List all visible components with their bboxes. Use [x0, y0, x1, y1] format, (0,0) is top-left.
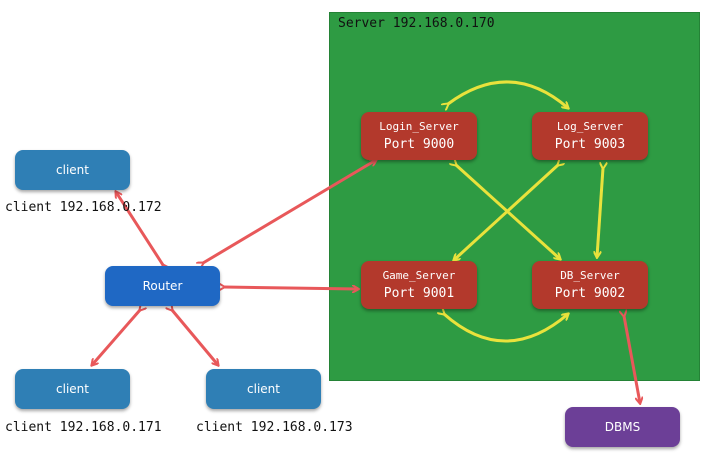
edge-log-db [597, 168, 603, 257]
client-top-ip: client 192.168.0.172 [5, 200, 162, 215]
edge-db-dbms [624, 316, 640, 403]
login-server-port: Port 9000 [383, 137, 455, 152]
client-top-label: client [56, 163, 89, 177]
client-bottom-right-label: client [247, 382, 280, 396]
edge-log-game [454, 165, 558, 260]
game-server-name: Game_Server [382, 269, 456, 282]
edge-router-game [224, 287, 358, 289]
client-bottom-left-node[interactable]: client [15, 369, 130, 409]
server-title: Server 192.168.0.170 [338, 16, 495, 31]
login-server-name: Login_Server [379, 120, 459, 133]
edge-login-log [448, 80, 568, 108]
client-top-node[interactable]: client [15, 150, 130, 190]
edge-router-client-bottom-left [92, 310, 140, 365]
edge-router-client-bottom-right [172, 310, 218, 365]
log-server-port: Port 9003 [554, 137, 626, 152]
log-server-node[interactable]: Log_Server Port 9003 [532, 112, 648, 160]
edge-router-client-top [116, 192, 163, 265]
client-bottom-right-node[interactable]: client [206, 369, 321, 409]
client-bottom-left-ip: client 192.168.0.171 [5, 420, 162, 435]
db-server-name: DB_Server [560, 269, 620, 282]
game-server-port: Port 9001 [383, 286, 455, 301]
client-bottom-right-ip: client 192.168.0.173 [196, 420, 353, 435]
log-server-name: Log_Server [556, 120, 624, 133]
router-label: Router [142, 279, 183, 293]
edge-router-login [203, 160, 376, 263]
edge-game-db [444, 314, 568, 343]
login-server-node[interactable]: Login_Server Port 9000 [361, 112, 477, 160]
router-node[interactable]: Router [105, 266, 220, 306]
dbms-label: DBMS [604, 420, 641, 434]
game-server-node[interactable]: Game_Server Port 9001 [361, 261, 477, 309]
client-bottom-left-label: client [56, 382, 89, 396]
db-server-node[interactable]: DB_Server Port 9002 [532, 261, 648, 309]
dbms-node[interactable]: DBMS [565, 407, 680, 447]
db-server-port: Port 9002 [554, 286, 626, 301]
